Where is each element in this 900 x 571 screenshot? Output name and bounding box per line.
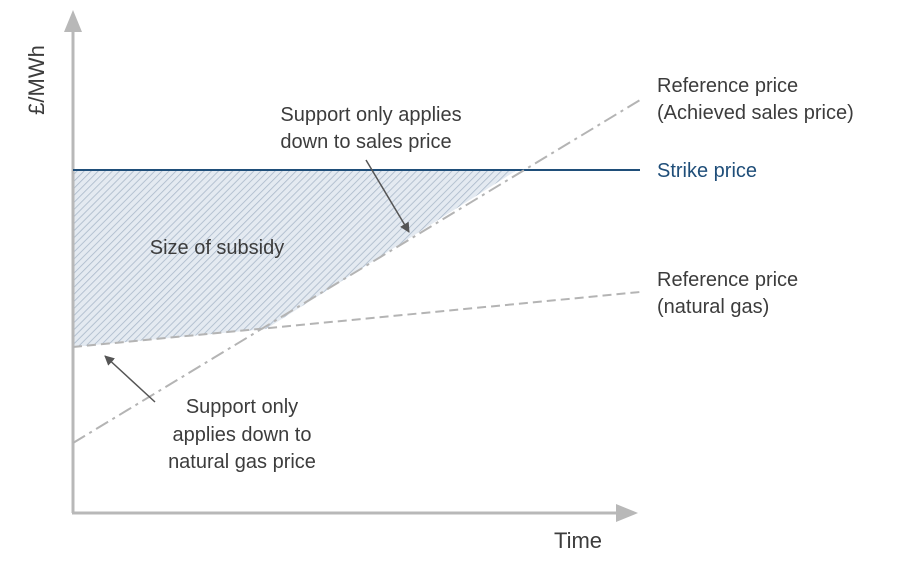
subsidy-label: Size of subsidy xyxy=(150,237,285,259)
gas-reference-label-2: (natural gas) xyxy=(657,296,769,318)
gas-reference-label-1: Reference price xyxy=(657,269,798,291)
gas-note-line-2: applies down to xyxy=(173,424,312,446)
y-axis xyxy=(64,10,82,513)
gas-note-arrow xyxy=(104,355,156,403)
sales-note-arrow xyxy=(365,159,410,233)
sales-reference-label-1: Reference price xyxy=(657,75,798,97)
y-axis-arrow-icon xyxy=(64,10,82,32)
gas-note-line-3: natural gas price xyxy=(168,451,316,473)
sales-note-line-1: Support only applies xyxy=(280,104,461,126)
x-axis-arrow-icon xyxy=(616,504,638,522)
x-axis-label: Time xyxy=(554,528,602,553)
gas-note-line-1: Support only xyxy=(186,396,298,418)
sales-reference-line xyxy=(72,99,641,444)
gas-reference-line xyxy=(72,291,641,348)
subsidy-area xyxy=(73,170,517,347)
x-axis xyxy=(72,504,638,522)
strike-price-label: Strike price xyxy=(657,160,757,182)
sales-note-line-2: down to sales price xyxy=(280,131,451,153)
sales-reference-label-2: (Achieved sales price) xyxy=(657,102,854,124)
y-axis-label: £/MWh xyxy=(24,45,49,115)
